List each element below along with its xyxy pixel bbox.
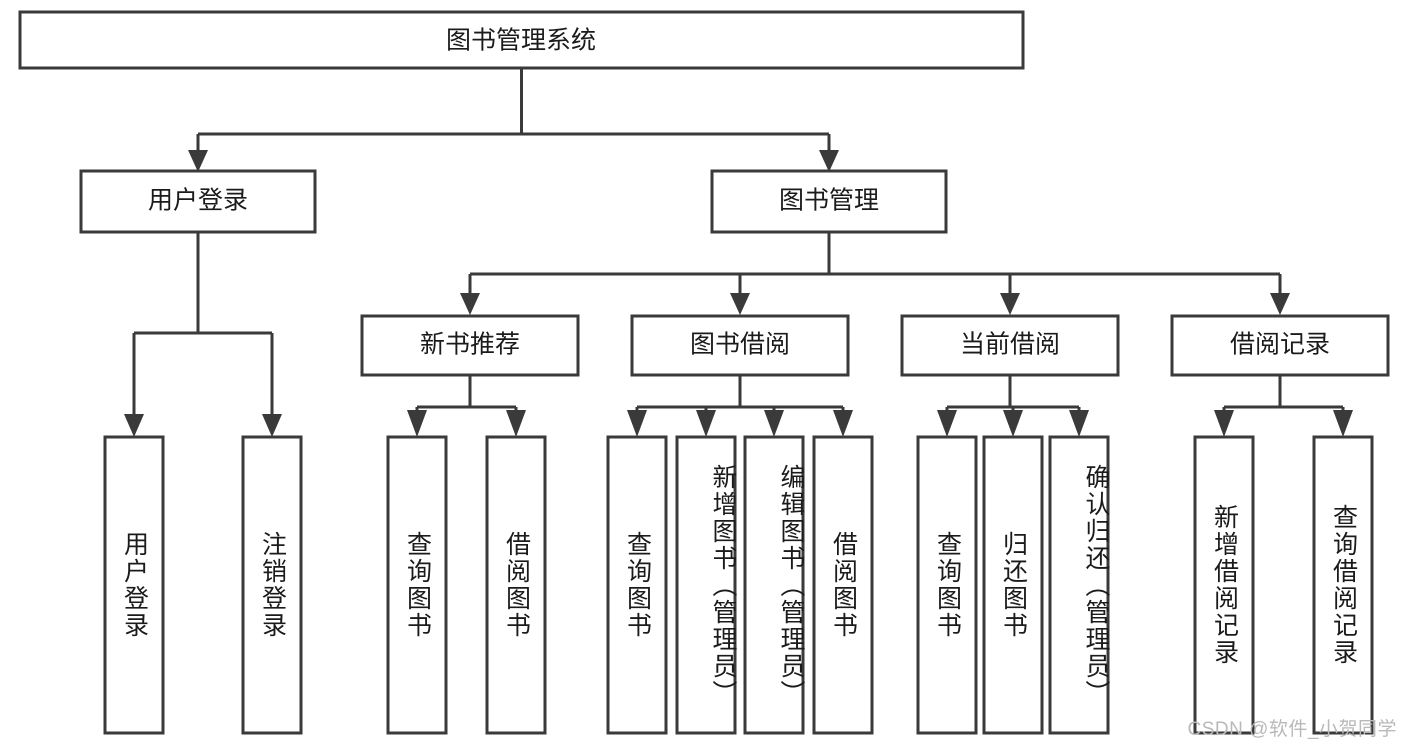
arrow-to-leaf-confirm-return bbox=[1069, 410, 1089, 437]
leaf-edit-book-box[interactable] bbox=[743, 435, 805, 735]
leaf-user-logout-box[interactable] bbox=[241, 435, 303, 735]
node-new-book-recommend-box[interactable] bbox=[360, 314, 580, 377]
arrow-to-leaf-edit-book bbox=[764, 410, 784, 437]
arrow-to-new-book-recommend bbox=[460, 293, 480, 315]
arrow-to-leaf-query-book-1 bbox=[407, 410, 427, 437]
node-current-borrow[interactable]: 当前借阅 bbox=[900, 314, 1120, 377]
arrow-to-leaf-add-record bbox=[1214, 410, 1234, 437]
node-root[interactable]: 图书管理系统 bbox=[18, 10, 1025, 70]
node-new-book-recommend-label: 新书推荐 bbox=[420, 331, 520, 359]
node-book-borrow-label: 图书借阅 bbox=[690, 331, 790, 359]
arrow-to-leaf-add-book bbox=[696, 410, 716, 437]
leaf-user-login-box[interactable] bbox=[103, 435, 165, 735]
arrow-to-leaf-query-book-2 bbox=[627, 410, 647, 437]
arrow-to-leaf-query-record bbox=[1333, 410, 1353, 437]
arrow-to-leaf-borrow-book-2 bbox=[833, 410, 853, 437]
leaf-return-book-box[interactable] bbox=[982, 435, 1044, 735]
leaf-query-book-1-box[interactable] bbox=[386, 435, 448, 735]
node-root-label: 图书管理系统 bbox=[446, 27, 596, 55]
node-current-borrow-label: 当前借阅 bbox=[960, 331, 1060, 359]
leaf-query-record-box[interactable] bbox=[1312, 435, 1374, 735]
node-new-book-recommend[interactable]: 新书推荐 bbox=[360, 314, 580, 377]
node-user-login-box[interactable] bbox=[79, 169, 317, 234]
arrow-root-to-book-manage bbox=[819, 150, 839, 172]
node-root-box[interactable] bbox=[18, 10, 1025, 70]
leaf-borrow-book-2-box[interactable] bbox=[812, 435, 874, 735]
node-book-manage-label: 图书管理 bbox=[779, 187, 879, 215]
leaf-confirm-return-box[interactable] bbox=[1048, 435, 1110, 735]
node-book-borrow[interactable]: 图书借阅 bbox=[630, 314, 850, 377]
connector-group bbox=[124, 68, 1353, 437]
node-book-manage[interactable]: 图书管理 bbox=[710, 169, 948, 234]
arrow-to-book-borrow bbox=[730, 293, 750, 315]
arrow-to-leaf-user-login bbox=[124, 414, 144, 437]
arrow-to-borrow-record bbox=[1270, 293, 1290, 315]
arrow-to-leaf-user-logout bbox=[262, 414, 282, 437]
leaf-add-record-box[interactable] bbox=[1193, 435, 1255, 735]
node-borrow-record[interactable]: 借阅记录 bbox=[1170, 314, 1390, 377]
csdn-watermark: CSDN @软件_小贺同学 bbox=[1187, 719, 1397, 740]
node-user-login[interactable]: 用户登录 bbox=[79, 169, 317, 234]
arrow-to-leaf-return-book bbox=[1003, 410, 1023, 437]
node-current-borrow-box[interactable] bbox=[900, 314, 1120, 377]
leaf-borrow-book-1-box[interactable] bbox=[485, 435, 547, 735]
arrow-to-leaf-borrow-book-1 bbox=[506, 410, 526, 437]
node-book-borrow-box[interactable] bbox=[630, 314, 850, 377]
arrow-root-to-user-login bbox=[188, 150, 208, 172]
arrow-to-current-borrow bbox=[1000, 293, 1020, 315]
node-borrow-record-label: 借阅记录 bbox=[1230, 331, 1330, 359]
arrow-to-leaf-query-book-3 bbox=[937, 410, 957, 437]
node-borrow-record-box[interactable] bbox=[1170, 314, 1390, 377]
leaf-add-book-box[interactable] bbox=[675, 435, 737, 735]
leaf-query-book-2-box[interactable] bbox=[606, 435, 668, 735]
leaf-query-book-3-box[interactable] bbox=[916, 435, 978, 735]
node-user-login-label: 用户登录 bbox=[148, 187, 248, 215]
node-book-manage-box[interactable] bbox=[710, 169, 948, 234]
leaf-box-group bbox=[103, 435, 1374, 735]
